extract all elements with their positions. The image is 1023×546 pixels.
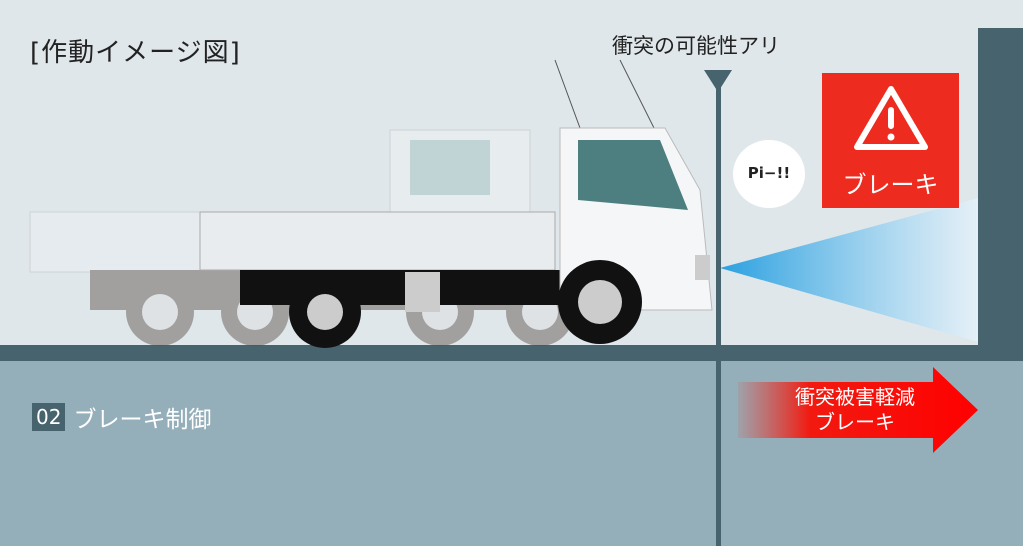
braking-arrow-icon: [738, 367, 978, 453]
alarm-speech-bubble: Pi−!!: [733, 140, 805, 208]
step-label: ブレーキ制御: [73, 407, 212, 433]
sensor-beam: [720, 198, 978, 342]
arrow-label-line1: 衝突被害軽減: [795, 385, 915, 409]
collision-mitigation-brake-label: 衝突被害軽減 ブレーキ: [760, 385, 950, 435]
arrow-label-line2: ブレーキ: [815, 410, 895, 434]
truck: [199, 59, 713, 348]
brake-warning-panel: ブレーキ: [822, 73, 959, 208]
collision-marker-icon: [704, 70, 732, 92]
collision-possible-label: 衝突の可能性アリ: [612, 34, 780, 58]
alarm-sound-text: Pi−!!: [747, 164, 791, 182]
step-heading: 02 ブレーキ制御: [32, 400, 211, 434]
brake-warning-label: ブレーキ: [842, 171, 939, 199]
collision-line: [716, 80, 721, 546]
obstacle-wall: [978, 28, 1023, 348]
step-number: 02: [32, 403, 66, 431]
diagram-title: [作動イメージ図]: [30, 38, 241, 68]
warning-triangle-icon: [854, 86, 928, 150]
ground-strip: [0, 345, 1023, 361]
